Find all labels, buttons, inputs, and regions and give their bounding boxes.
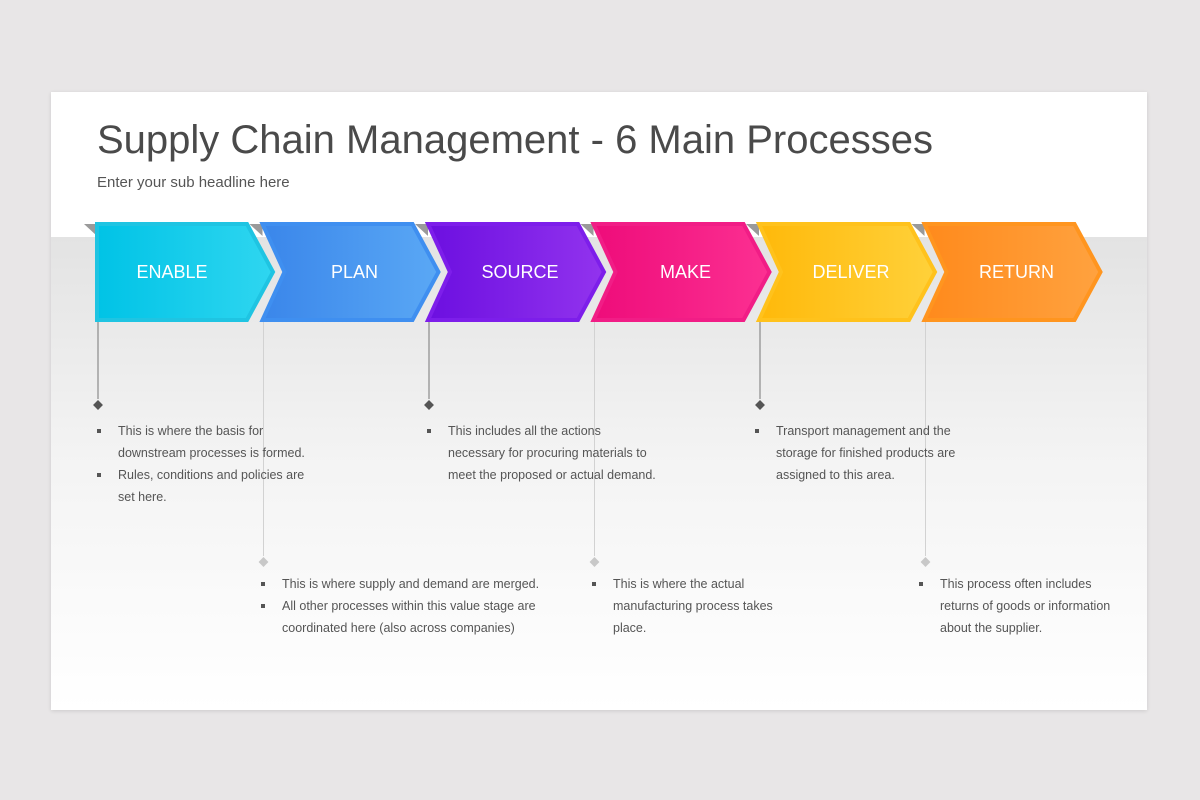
plan-label: PLAN: [331, 262, 378, 282]
deliver-fold-shadow: [746, 224, 759, 236]
bullet-item: This includes all the actions necessary …: [427, 420, 657, 486]
return-label: RETURN: [979, 262, 1054, 282]
make-fold-shadow: [580, 224, 594, 236]
deliver-label: DELIVER: [812, 262, 889, 282]
bullet-item: All other processes within this value st…: [261, 595, 561, 639]
make-description: This is where the actual manufacturing p…: [592, 573, 792, 639]
plan-chevron: [259, 222, 441, 322]
source-chevron: [424, 222, 607, 322]
bullet-item: This is where supply and demand are merg…: [261, 573, 561, 595]
make-connector-diamond: [589, 557, 600, 567]
deliver-connector-diamond: [755, 400, 765, 410]
return-chevron: [921, 222, 1103, 322]
enable-fold-shadow: [84, 224, 97, 236]
return-fold-shadow: [911, 224, 925, 236]
plan-description: This is where supply and demand are merg…: [261, 573, 561, 639]
return-description: This process often includes returns of g…: [919, 573, 1124, 639]
bullet-item: Transport management and the storage for…: [755, 420, 965, 486]
source-connector-diamond: [424, 400, 434, 410]
slide-subtitle: Enter your sub headline here: [97, 174, 290, 191]
enable-description: This is where the basis for downstream p…: [97, 420, 317, 508]
enable-label: ENABLE: [136, 262, 207, 282]
return-connector-diamond: [920, 557, 931, 567]
bullet-item: This is where the basis for downstream p…: [97, 420, 317, 464]
deliver-chevron: [755, 222, 938, 322]
deliver-description: Transport management and the storage for…: [755, 420, 965, 486]
process-flow-diagram: ENABLE PLAN SOURCE MAKE DELIVER RETURN: [84, 222, 1103, 567]
slide-title: Supply Chain Management - 6 Main Process…: [97, 118, 933, 162]
bullet-item: Rules, conditions and policies are set h…: [97, 464, 317, 508]
enable-connector-diamond: [93, 400, 103, 410]
source-description: This includes all the actions necessary …: [427, 420, 657, 486]
source-label: SOURCE: [481, 262, 558, 282]
make-chevron: [590, 222, 772, 322]
source-fold-shadow: [415, 224, 428, 236]
plan-connector-diamond: [258, 557, 269, 567]
bullet-item: This is where the actual manufacturing p…: [592, 573, 792, 639]
make-label: MAKE: [660, 262, 711, 282]
enable-chevron: [95, 222, 276, 322]
plan-fold-shadow: [249, 224, 263, 236]
bullet-item: This process often includes returns of g…: [919, 573, 1124, 639]
slide: Supply Chain Management - 6 Main Process…: [51, 92, 1147, 710]
